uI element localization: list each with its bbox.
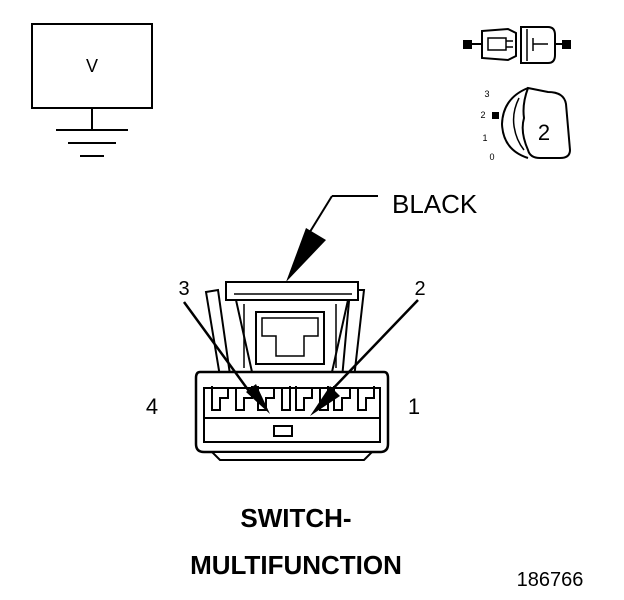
position-label-2: 2	[480, 110, 485, 120]
pin-2-callout: 2	[310, 278, 426, 416]
position-label-0: 0	[489, 152, 494, 162]
component-name-line-1: SWITCH-	[240, 503, 351, 533]
connector-face	[194, 281, 390, 461]
voltmeter-symbol: V	[31, 23, 153, 157]
connector-color-callout: BLACK	[286, 189, 478, 282]
pin-3-arrowhead	[246, 384, 270, 414]
position-label-3: 3	[484, 89, 489, 99]
figure-number: 186766	[517, 569, 584, 591]
pin-3-callout: 3	[178, 278, 270, 414]
connector-plug-icon	[463, 26, 571, 64]
component-name-line-2: MULTIFUNCTION	[190, 550, 402, 580]
pin-label-3: 3	[178, 278, 189, 300]
pin-label-1: 1	[408, 394, 420, 419]
rotary-knob-icon	[500, 87, 529, 159]
ground-icon	[56, 108, 128, 157]
position-label-1: 1	[482, 133, 487, 143]
meter-label: V	[86, 56, 98, 76]
callout-arrowhead	[286, 228, 326, 282]
pin-2-arrowhead	[310, 386, 340, 416]
connector-color-label: BLACK	[392, 189, 478, 219]
pin-label-2: 2	[414, 278, 425, 300]
switch-position-view: 3 2 1 0 2	[480, 86, 572, 162]
selected-position: 2	[538, 120, 550, 145]
position-marker	[492, 112, 499, 119]
pin-label-4: 4	[146, 394, 158, 419]
